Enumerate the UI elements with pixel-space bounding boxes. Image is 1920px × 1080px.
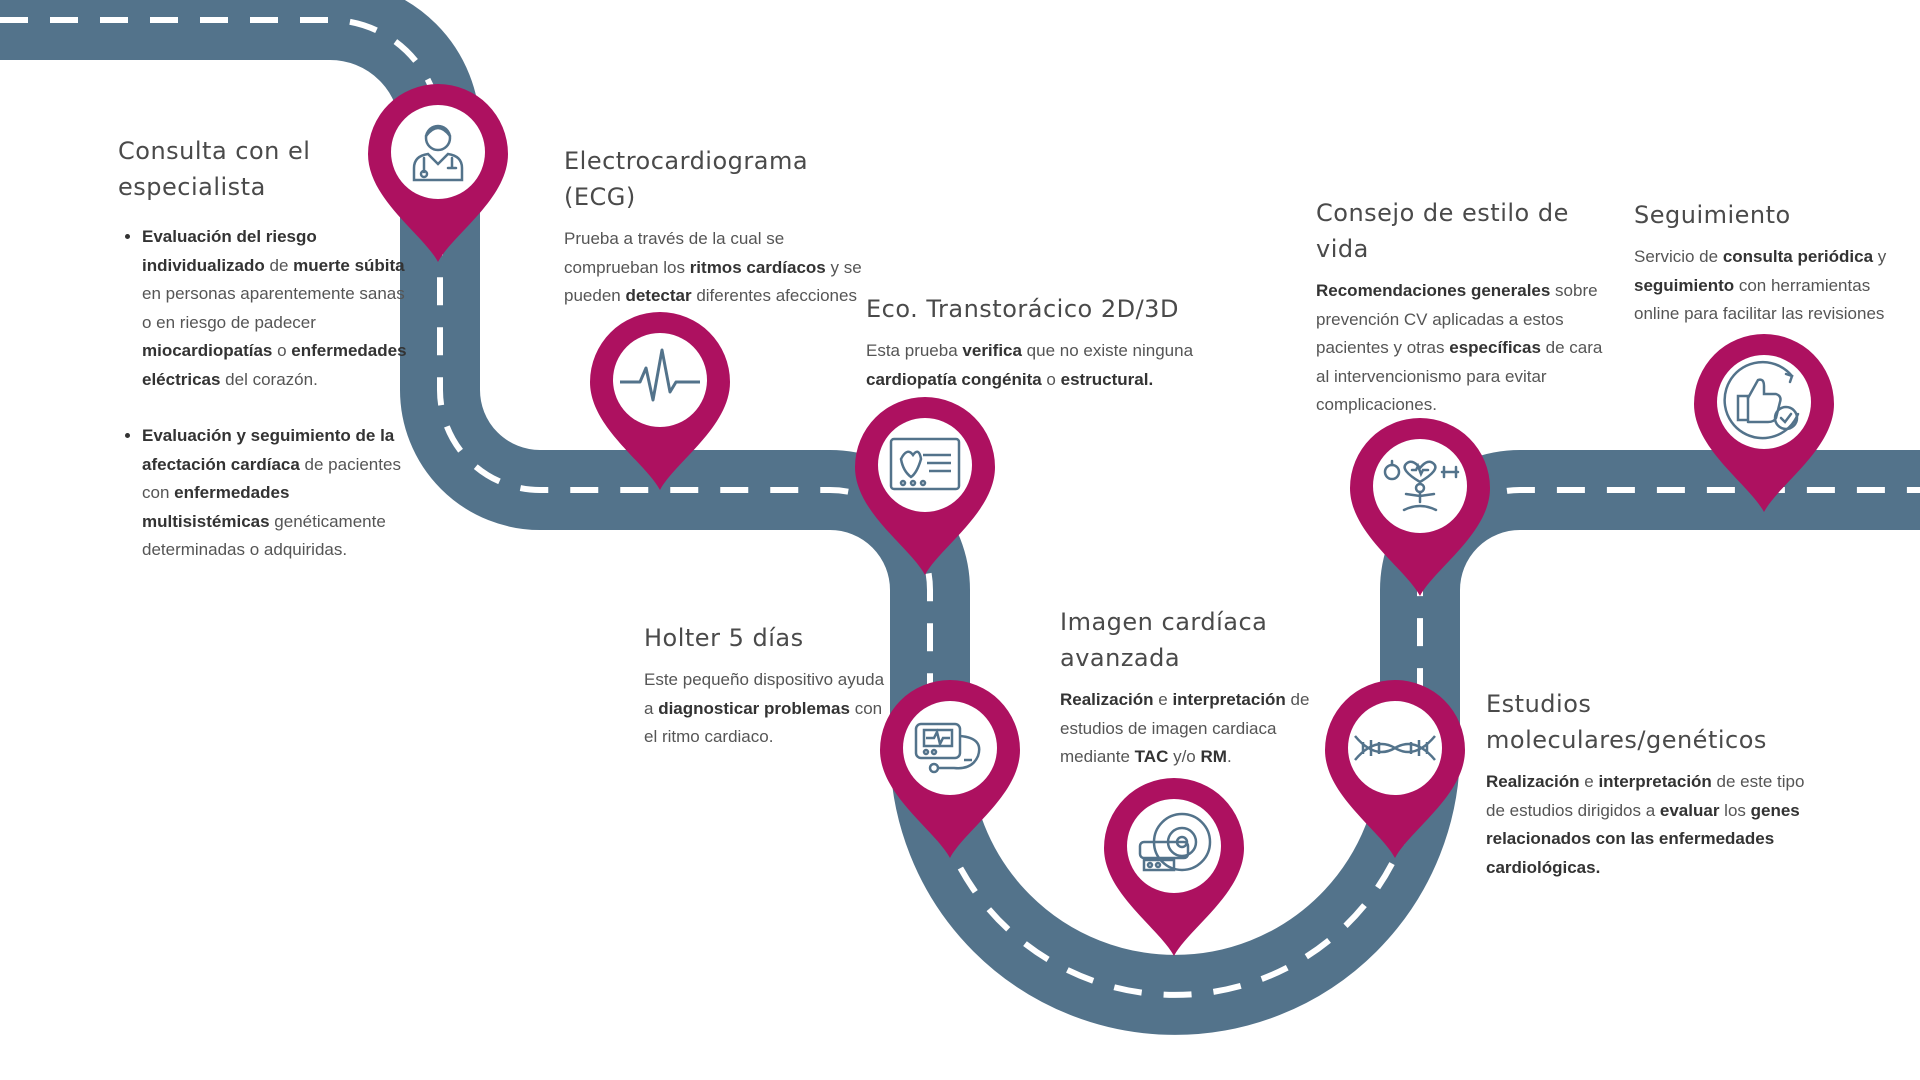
pin-consulta xyxy=(368,84,508,262)
dna-icon xyxy=(1354,735,1436,761)
step-imagen: Imagen cardíaca avanzada Realización e i… xyxy=(1060,604,1310,772)
pin-estilo xyxy=(1350,418,1490,596)
step-title: Eco. Transtorácico 2D/3D xyxy=(866,295,1179,323)
lifestyle-icon xyxy=(1383,459,1460,512)
step-consulta: Consulta con el especialista Evaluación … xyxy=(118,133,408,593)
bullet-item: Evaluación y seguimiento de la afectació… xyxy=(142,422,408,565)
step-bullets: Evaluación del riesgo individualizado de… xyxy=(118,223,408,565)
step-description: Realización e interpretación de estudios… xyxy=(1060,690,1310,766)
step-ecg: Electrocardiograma (ECG) Prueba a través… xyxy=(564,143,864,311)
bullet-item: Evaluación del riesgo individualizado de… xyxy=(142,223,408,394)
step-estudios: Estudios moleculares/genéticos Realizaci… xyxy=(1486,686,1816,882)
pin-estudios xyxy=(1325,680,1465,858)
step-title: Imagen cardíaca avanzada xyxy=(1060,608,1268,672)
pin-imagen xyxy=(1104,778,1244,956)
step-description: Esta prueba verifica que no existe ningu… xyxy=(866,341,1194,389)
step-title: Consulta con el especialista xyxy=(118,137,311,201)
step-title: Consejo de estilo de vida xyxy=(1316,199,1569,263)
step-description: Prueba a través de la cual se comprueban… xyxy=(564,229,862,305)
thumbs-up-icon xyxy=(1723,360,1800,440)
step-title: Seguimiento xyxy=(1634,201,1791,229)
step-description: Realización e interpretación de este tip… xyxy=(1486,772,1805,877)
step-title: Electrocardiograma (ECG) xyxy=(564,147,809,211)
step-description: Este pequeño dispositivo ayuda a diagnos… xyxy=(644,670,885,746)
pin-holter xyxy=(880,680,1020,858)
step-eco: Eco. Transtorácico 2D/3D Esta prueba ver… xyxy=(866,291,1196,394)
pin-ecg xyxy=(590,312,730,490)
step-estilo: Consejo de estilo de vida Recomendacione… xyxy=(1316,195,1606,420)
pin-eco xyxy=(855,397,995,575)
holter-icon xyxy=(914,722,981,774)
step-holter: Holter 5 días Este pequeño dispositivo a… xyxy=(644,620,894,752)
step-seguimiento: Seguimiento Servicio de consulta periódi… xyxy=(1634,197,1904,329)
step-title: Estudios moleculares/genéticos xyxy=(1486,690,1767,754)
doctor-icon xyxy=(412,124,464,182)
step-description: Servicio de consulta periódica y seguimi… xyxy=(1634,247,1887,323)
ecg-icon xyxy=(620,348,700,402)
pin-seguimiento xyxy=(1694,334,1834,512)
mri-scanner-icon xyxy=(1138,812,1212,872)
echo-monitor-icon xyxy=(889,437,961,491)
step-title: Holter 5 días xyxy=(644,624,804,652)
step-description: Recomendaciones generales sobre prevenci… xyxy=(1316,281,1603,414)
